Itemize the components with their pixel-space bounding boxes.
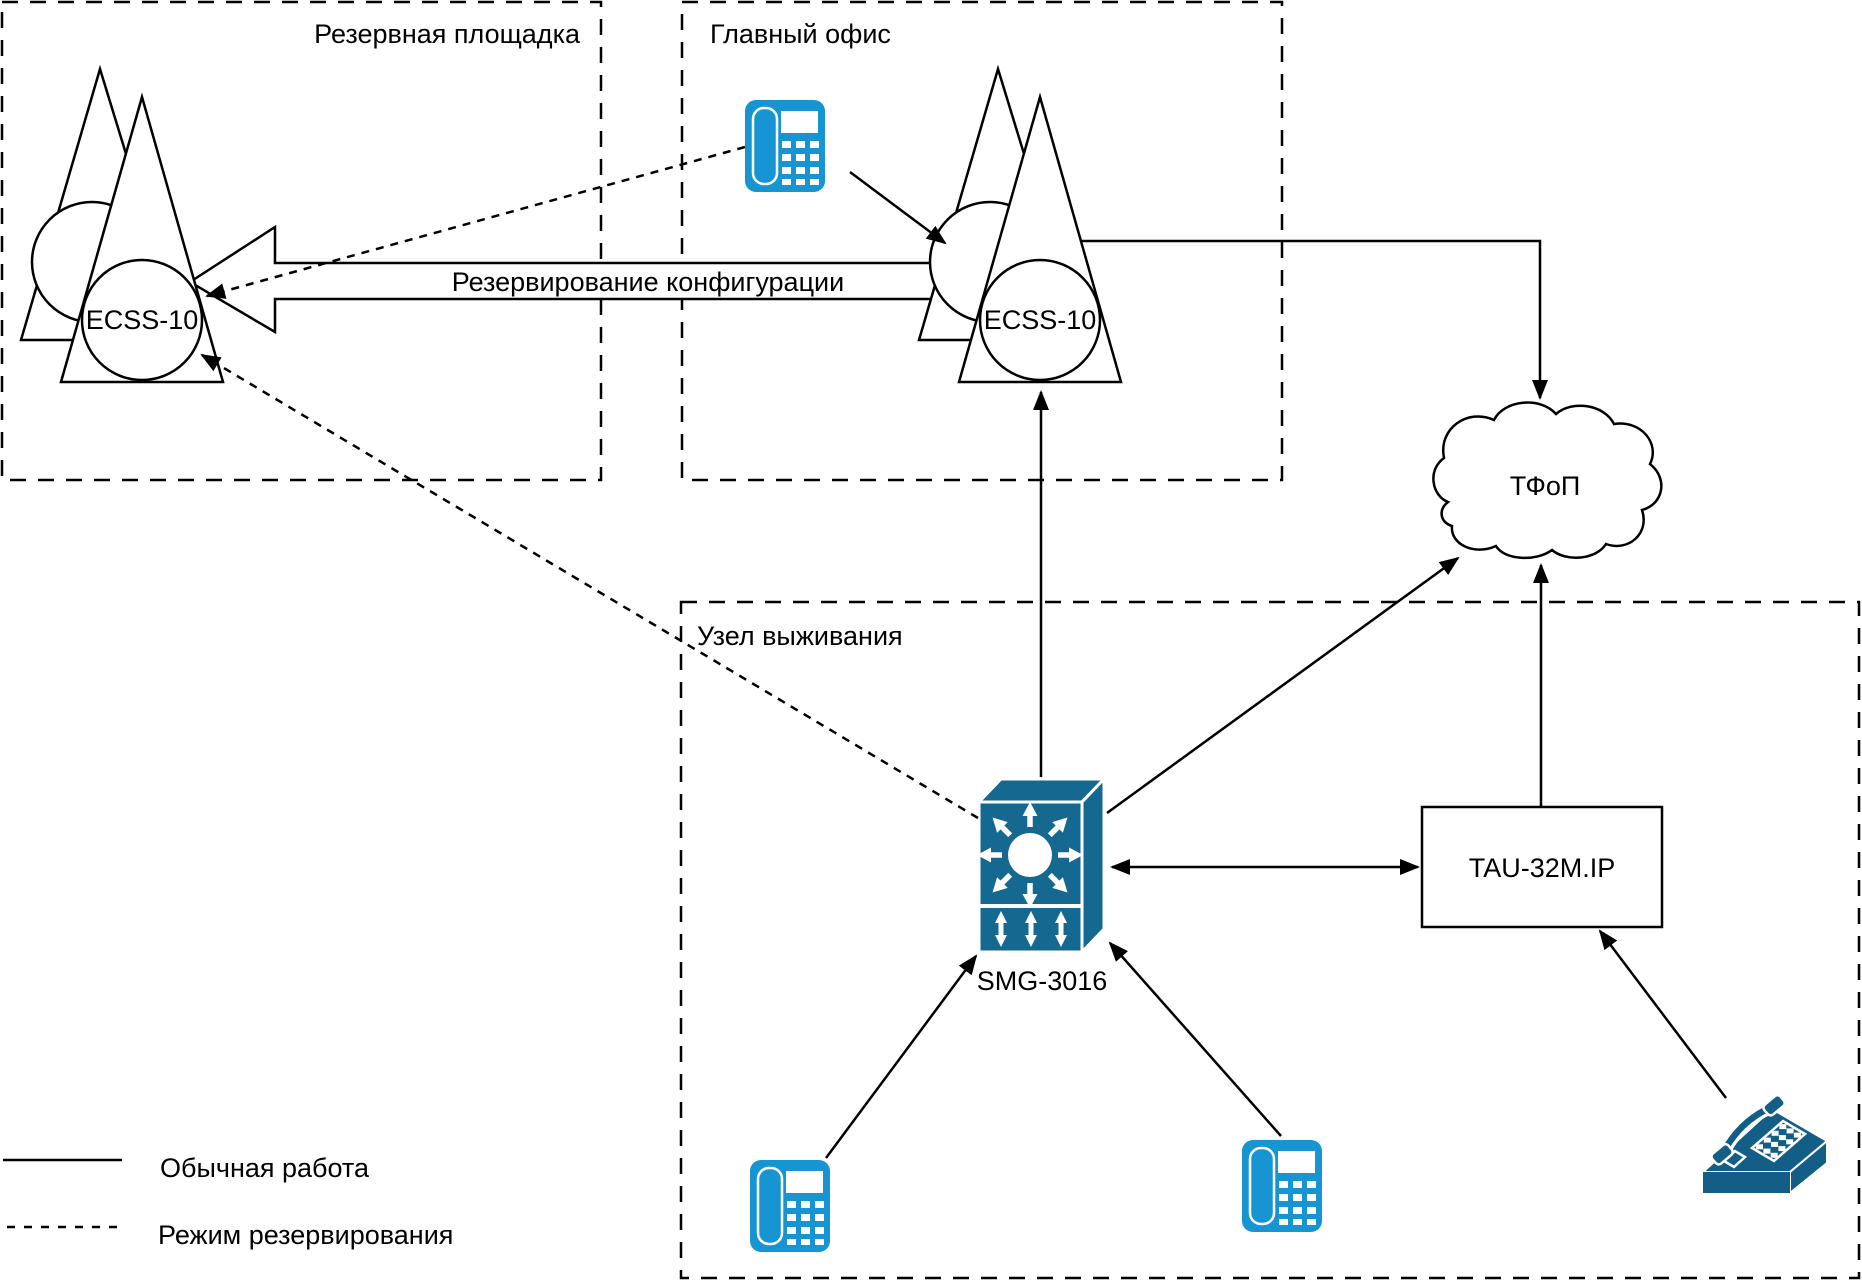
reserve-site-label: Резервная площадка	[314, 19, 581, 49]
main-office-box	[680, 0, 1284, 482]
reserve-link-smg-to-ecss-reserve	[200, 353, 979, 820]
reserve-site-box	[0, 0, 603, 482]
link-phone1-to-smg	[824, 954, 978, 1159]
reserve-site-zone: Резервная площадка	[0, 0, 603, 482]
link-ecss-main-to-pstn	[1081, 239, 1548, 400]
survival-node-box	[679, 600, 1861, 1280]
link-phone-to-ecss-main	[849, 170, 947, 245]
tau-32m-ip-node: TAU-32M.IP	[1420, 805, 1664, 929]
config-backup-label: Резервирование конфигурации	[452, 267, 844, 297]
ip-phone-main-office-icon	[743, 98, 827, 194]
ip-phone-survival-1-icon	[748, 1158, 832, 1254]
main-office-zone: Главный офис	[680, 0, 1284, 482]
survival-node-zone: Узел выживания	[679, 600, 1861, 1280]
router-hub-glyph	[1008, 833, 1052, 877]
legend-item-normal: Обычная работа	[3, 1153, 370, 1183]
ecss-cluster-main-icon: ECSS-10	[917, 67, 1123, 384]
config-backup-block-arrow: Резервирование конфигурации	[187, 224, 946, 335]
legend-normal-label: Обычная работа	[160, 1153, 370, 1183]
link-fax-to-tau	[1598, 929, 1727, 1099]
ecss-cluster-reserve-icon: ECSS-10	[19, 67, 225, 384]
ip-phone-survival-2-icon	[1240, 1138, 1324, 1234]
voip-gateway-icon: SMG-3016	[977, 775, 1108, 996]
main-office-label: Главный офис	[710, 19, 891, 49]
smg-label: SMG-3016	[977, 966, 1108, 996]
survival-node-label: Узел выживания	[697, 621, 903, 651]
pstn-cloud-icon: ТФоП	[1432, 401, 1663, 560]
link-smg-to-pstn	[1106, 556, 1460, 815]
analog-phone-icon	[1700, 1093, 1829, 1196]
reserve-link-phone-to-ecss-reserve	[205, 145, 746, 299]
legend-item-reserve: Режим резервирования	[7, 1220, 453, 1250]
ecss-main-label: ECSS-10	[984, 305, 1097, 335]
legend: Обычная работа Режим резервирования	[3, 1153, 453, 1250]
pstn-label: ТФоП	[1510, 471, 1581, 501]
legend-reserve-label: Режим резервирования	[158, 1220, 453, 1250]
tau-box	[1420, 805, 1664, 929]
ecss-reserve-label: ECSS-10	[86, 305, 199, 335]
tau-label: TAU-32M.IP	[1469, 853, 1616, 883]
link-phone2-to-smg	[1108, 941, 1282, 1137]
